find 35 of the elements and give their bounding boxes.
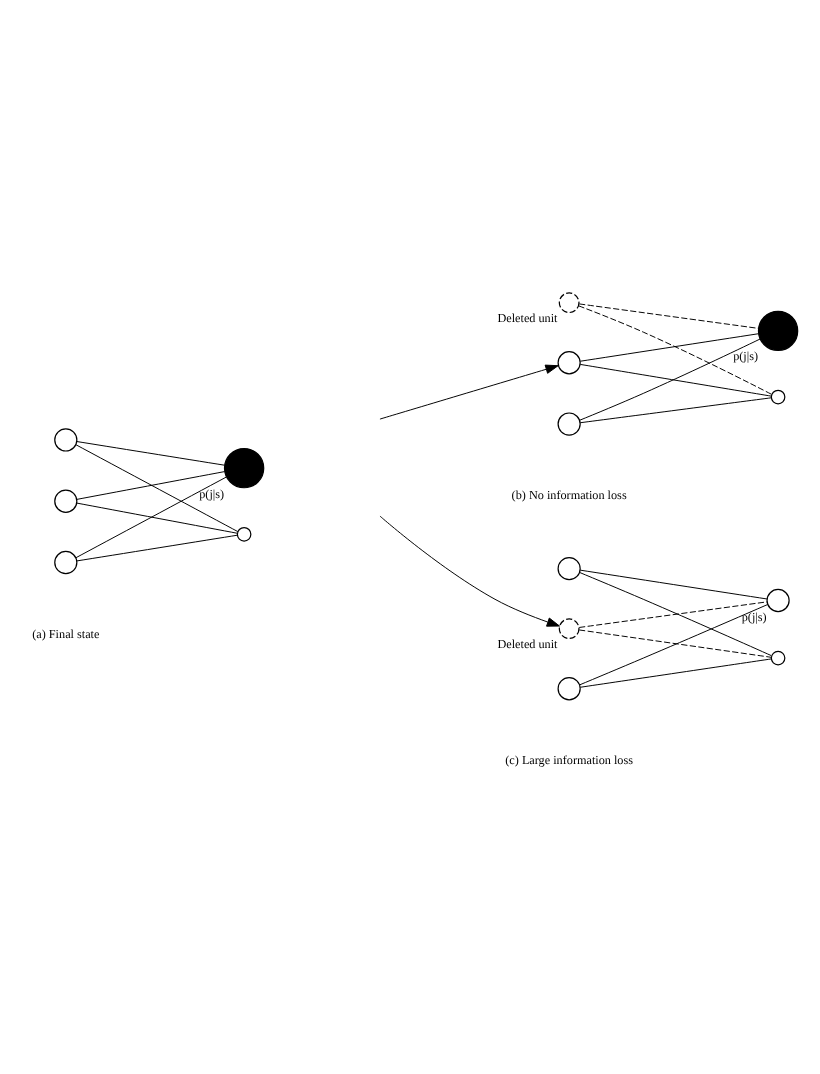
node-circle <box>236 525 252 541</box>
node-circle <box>223 446 265 488</box>
connector <box>578 600 768 627</box>
connector <box>579 571 772 656</box>
connector <box>76 440 225 465</box>
connector <box>578 302 759 328</box>
arrow <box>379 363 559 419</box>
connector <box>75 443 239 532</box>
node-circle <box>54 427 78 451</box>
node-circle <box>770 649 786 665</box>
node-circle <box>757 309 799 351</box>
connector <box>579 568 768 599</box>
node-circle <box>54 549 78 574</box>
connector <box>76 501 238 533</box>
connector <box>76 533 238 561</box>
arrow <box>379 514 560 626</box>
node-circle <box>558 617 580 639</box>
connector <box>579 332 760 361</box>
node-circle <box>54 488 78 512</box>
connector <box>75 475 227 558</box>
node-circle <box>557 676 581 700</box>
connector <box>578 628 772 657</box>
node-circle <box>766 587 790 612</box>
node-circle <box>558 291 580 313</box>
connector <box>579 362 772 396</box>
node-circle <box>770 388 786 404</box>
connector <box>578 304 773 394</box>
connector <box>579 603 768 685</box>
node-circle <box>557 556 581 580</box>
node-circle <box>557 350 581 374</box>
connector <box>579 396 772 423</box>
connector <box>76 470 225 499</box>
node-circle <box>557 411 581 435</box>
connector <box>579 657 772 687</box>
connector <box>579 337 761 420</box>
